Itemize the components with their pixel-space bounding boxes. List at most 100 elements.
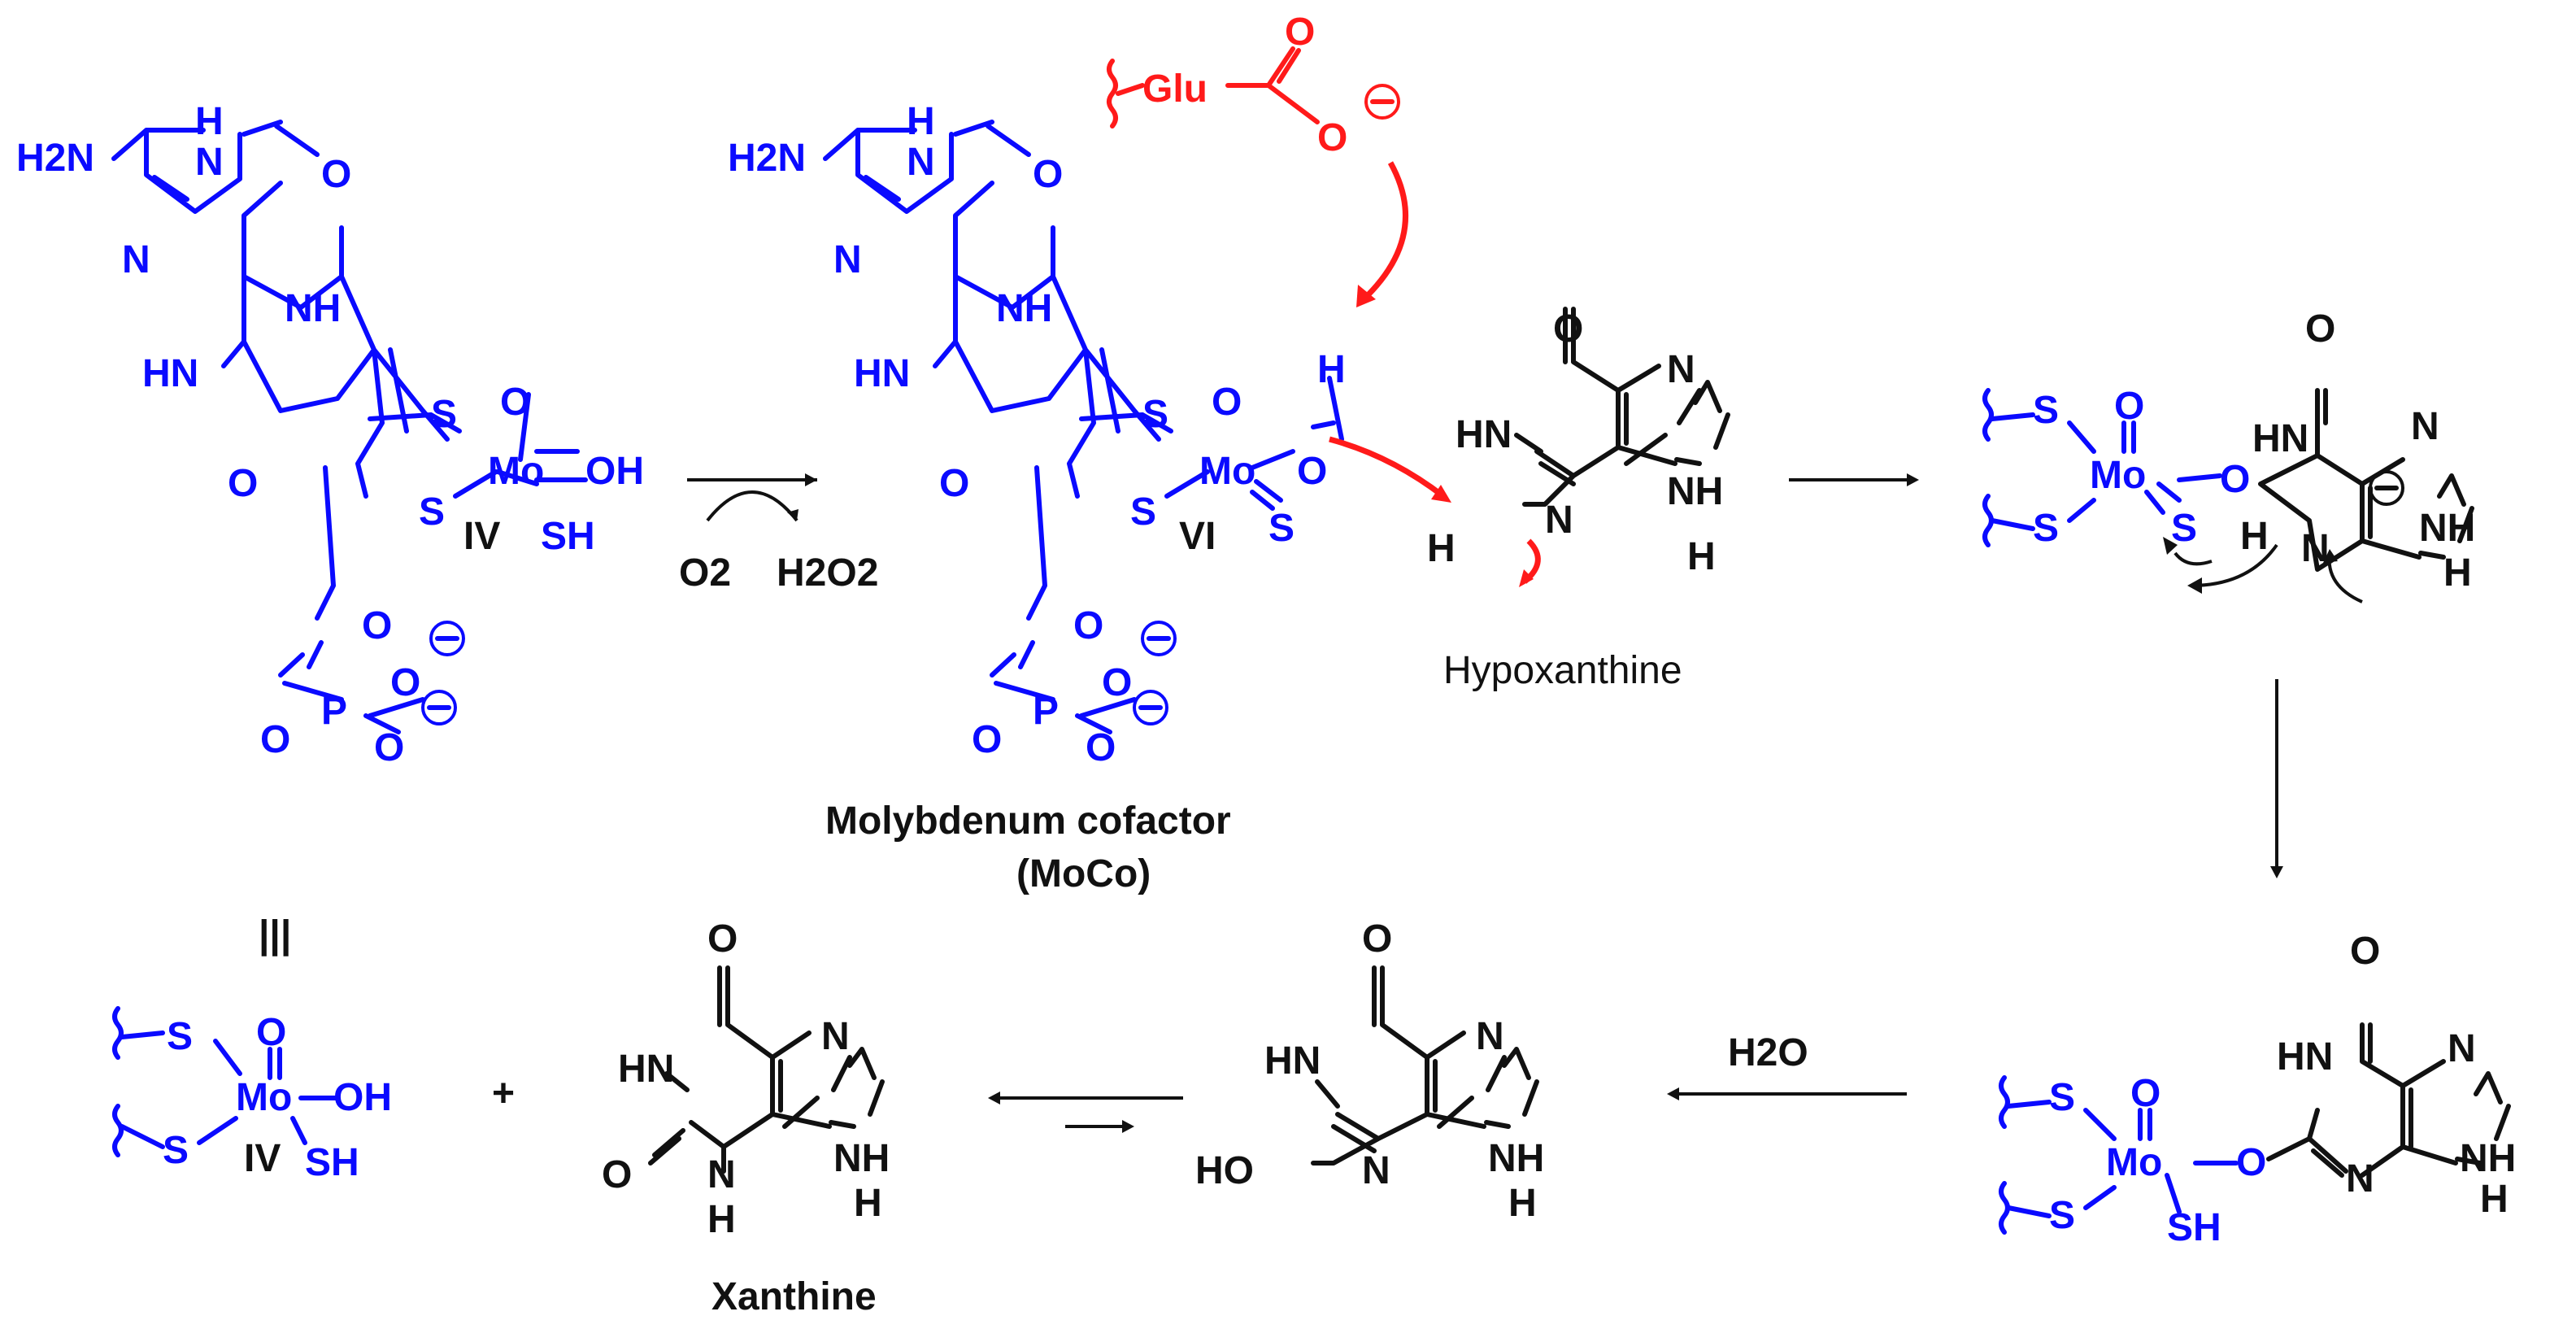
- pyran-o-label: O: [939, 462, 969, 505]
- charge-minus-icon: [429, 621, 465, 656]
- nh-h-label: H: [2443, 551, 2472, 595]
- charge-minus-icon: [421, 690, 457, 725]
- moco-name-label: Molybdenum cofactor: [825, 800, 1231, 843]
- n7-label: N: [2448, 1027, 2476, 1070]
- tetrahedral-intermediate: S S O Mo S O H O HN N N NH H: [1982, 307, 2475, 603]
- hydroxyl-ho-label: HO: [1195, 1149, 1254, 1192]
- nh-n-label: N: [195, 141, 224, 184]
- s1-label: S: [2033, 389, 2059, 432]
- bridging-o-label: O: [2236, 1141, 2266, 1184]
- p-o3-label: O: [374, 726, 404, 769]
- arrowhead-icon: [2187, 577, 2202, 594]
- hypoxanthine: O HN N N NH H H Hypoxanthine: [1427, 307, 1730, 692]
- mo-oxo-label: O: [500, 381, 530, 424]
- ox-state-iv-label: IV: [463, 515, 500, 558]
- mo-s-label: S: [1268, 507, 1295, 550]
- sh-label: SH: [305, 1141, 359, 1184]
- s2-label: S: [2033, 507, 2059, 550]
- n3-label: N: [707, 1153, 736, 1196]
- reaction-arrow-attack: [1789, 473, 1919, 486]
- mo-label: Mo: [488, 450, 544, 493]
- s2-label: S: [163, 1129, 189, 1172]
- glutamate-base: Glu O O: [1107, 11, 1541, 587]
- n3-label: N: [1545, 499, 1573, 542]
- product-mo-iv: S S O Mo OH IV SH: [112, 1006, 392, 1184]
- reaction-arrow-down: [2270, 679, 2283, 878]
- mo-label: Mo: [2090, 454, 2146, 497]
- pyran-o-label: O: [228, 462, 258, 505]
- n7-label: N: [2411, 405, 2439, 448]
- mo-oxo-label: O: [1212, 381, 1242, 424]
- hn-left-label: HN: [142, 352, 198, 395]
- cofactor-left: H2N H N O N NH HN O S S O Mo OH IV SH O …: [16, 100, 644, 769]
- charge-minus-icon: [1364, 84, 1400, 120]
- n7-label: N: [1476, 1015, 1504, 1058]
- carbonyl-o-label: O: [1362, 917, 1392, 961]
- c2-h-label: H: [2240, 515, 2269, 558]
- glu-label: Glu: [1142, 68, 1208, 111]
- ox-state-iv-label: IV: [244, 1137, 281, 1180]
- nh-h-label: H: [2480, 1178, 2509, 1221]
- nh-label: NH: [2460, 1137, 2516, 1180]
- h2o2-product-label: H2O2: [777, 551, 878, 595]
- mo-substrate-adduct: S S O Mo SH O O HN N N NH H: [1999, 930, 2516, 1249]
- nh-label: NH: [2419, 507, 2475, 550]
- equivalence-symbol: |||: [259, 913, 291, 956]
- nh-h-label: H: [1508, 1182, 1537, 1225]
- s2-label: S: [419, 490, 445, 534]
- mo-label: Mo: [2106, 1141, 2162, 1184]
- mo-oxo-label: O: [256, 1011, 286, 1054]
- carbonyl-o-label: O: [2350, 930, 2380, 973]
- nh-label: NH: [1667, 470, 1723, 513]
- bridging-o-label: O: [2220, 458, 2250, 501]
- p-label: P: [321, 690, 347, 733]
- s2-label: S: [1130, 490, 1156, 534]
- p-o1-label: O: [972, 718, 1002, 761]
- nh2-label: H2N: [728, 137, 806, 180]
- phosphate-o-label: O: [362, 604, 392, 647]
- hn-label: HN: [2277, 1035, 2333, 1078]
- p-o1-label: O: [260, 718, 290, 761]
- nh-label: NH: [1488, 1137, 1544, 1180]
- nh-label: NH: [833, 1137, 890, 1180]
- oh-label: OH: [585, 450, 644, 493]
- nh-h-label: H: [907, 100, 935, 143]
- charge-minus-icon: [1133, 690, 1168, 725]
- s2-label: S: [2049, 1194, 2075, 1237]
- p-o2-label: O: [1102, 661, 1132, 704]
- phosphate-o-label: O: [1073, 604, 1103, 647]
- sh-label: SH: [541, 515, 595, 558]
- s1-label: S: [167, 1015, 193, 1058]
- n7-label: N: [821, 1015, 850, 1058]
- reaction-arrow-hydrolysis: H2O: [1667, 1031, 1907, 1100]
- nh-h-label: H: [195, 100, 224, 143]
- enol-xanthine: O HN N N NH H HO: [1195, 917, 1544, 1225]
- hn-label: HN: [1456, 413, 1512, 456]
- carbonyl-o-label: O: [707, 917, 738, 961]
- mo-label: Mo: [1199, 450, 1255, 493]
- reaction-arrow-oxidation: O2 H2O2: [679, 473, 878, 595]
- nh-h-label: H: [1687, 535, 1716, 578]
- n3-label: N: [1362, 1149, 1390, 1192]
- c2-h-label: H: [1427, 527, 1456, 570]
- s1-label: S: [431, 393, 457, 436]
- p-o3-label: O: [1086, 726, 1116, 769]
- arrowhead-icon: [2323, 549, 2338, 563]
- xanthine-label: Xanthine: [711, 1275, 877, 1318]
- hn1-label: HN: [618, 1048, 674, 1091]
- ox-state-vi-label: VI: [1179, 515, 1216, 558]
- arrowhead-icon: [2163, 537, 2178, 555]
- arrowhead-icon: [1519, 569, 1534, 587]
- moco-abbrev-label: (MoCo): [1016, 852, 1151, 895]
- c2-oxo-label: O: [602, 1153, 632, 1196]
- p-label: P: [1033, 690, 1059, 733]
- arrowhead-icon: [1431, 485, 1451, 503]
- n3-h-label: H: [707, 1198, 736, 1241]
- mo-oxo-label: O: [2130, 1072, 2160, 1115]
- nh-n-label: N: [907, 141, 935, 184]
- n3-label: N: [2346, 1157, 2374, 1200]
- hn-label: HN: [1264, 1039, 1321, 1083]
- cofactor-mid: H2N H N O N NH HN O S S O Mo O H VI S O …: [728, 100, 1346, 895]
- nh-right-label: NH: [996, 287, 1052, 330]
